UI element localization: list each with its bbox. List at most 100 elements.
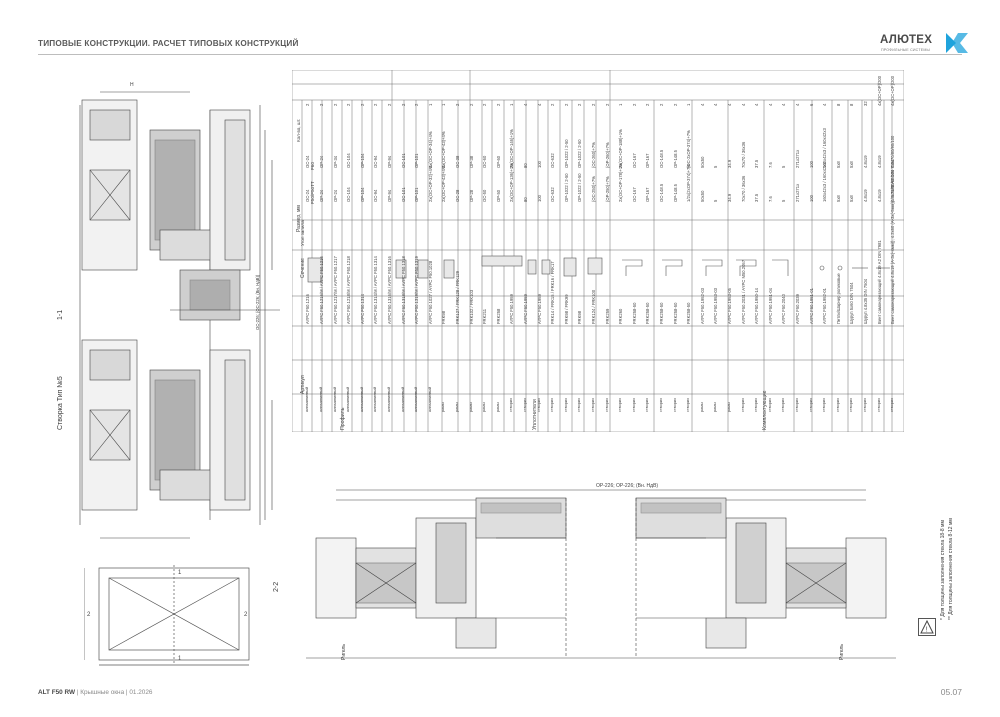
section-2-2-drawing: OP-226; OP-226; (Вн. НдВ): [306, 483, 896, 659]
table-row-article: FRK259: [604, 308, 610, 324]
dim-top-label: H: [130, 82, 134, 88]
table-row-f60: OC-101: [400, 153, 406, 168]
table-row-f50: 2х(OC+OP-43)+4%: [441, 165, 447, 202]
table-row-f60: 2х(OC+OP-43)+4%: [441, 131, 447, 168]
table-row-qty: 4: [740, 103, 746, 106]
table-row-qty: 1: [618, 103, 624, 106]
table-row-f50: OP-24: [332, 189, 338, 202]
table-row-f60: OC-167: [631, 153, 637, 168]
table-row-article: FRK258-50: [645, 302, 651, 324]
ridge-label-left: Ригель: [341, 644, 347, 660]
table-row-qty: 2: [373, 103, 379, 106]
note-2: ** Для толщины заполнения стекла 8-12 мм: [948, 518, 954, 620]
table-row-qty: 2: [346, 103, 352, 106]
table-row-f60: 37.5: [754, 159, 760, 168]
table-row-qty: 4х(OC+OP)/200: [876, 75, 882, 106]
table-row-qty: 8: [835, 103, 841, 106]
table-row-f50: OC-24: [305, 189, 311, 202]
table-row-f60: OP-1022 / 2-50: [563, 139, 569, 168]
page-title: ТИПОВЫЕ КОНСТРУКЦИИ. РАСЧЕТ ТИПОВЫХ КОНС…: [38, 39, 299, 48]
table-row-f50: 50х50: [699, 190, 705, 202]
table-row-category: рамы: [713, 402, 718, 412]
table-row-f60: 5х8: [835, 161, 841, 168]
table-row-qty: 2: [414, 103, 420, 106]
table-row-article: AYPC F50.1216: [305, 294, 311, 324]
table-row-category: створки: [863, 398, 868, 412]
table-row-f50: OC-632: [550, 187, 556, 202]
table-row-article: Шуруп 5х60 DIN 7504: [849, 282, 855, 324]
table-row-qty: 2: [495, 103, 501, 106]
table-row-category: алюминиевый: [319, 386, 324, 412]
table-row-article: Винт самонарезающий 4.8х19 A2 DIN 7981: [876, 240, 882, 324]
table-row-category: створки: [550, 398, 555, 412]
table-row-f60: OP-167: [645, 153, 651, 168]
table-row-article: AYPC F50.1951-01: [808, 287, 814, 324]
table-row-f50: OP-94: [387, 189, 393, 202]
table-row-f60: 5: [713, 165, 719, 168]
table-row-f50: OC-148.5: [659, 183, 665, 202]
table-row-f60: 70х70 / 36х36: [740, 141, 746, 168]
table-row-article: AYPC F50.2039: [795, 294, 801, 324]
table-row-f60: OP-101: [414, 153, 420, 168]
table-row-article: FRK258-50: [672, 302, 678, 324]
table-row-f60: OP-94: [387, 155, 393, 168]
table-row-f60: 4.8х19: [863, 155, 869, 168]
table-row-category: створки: [591, 398, 596, 412]
table-row-qty: 4х(OC+OP)/200: [890, 75, 896, 106]
table-row-f60: OC-24: [305, 155, 311, 168]
col-header-section: Сечение: [300, 258, 306, 278]
table-row-article: FRK14 / FRK15 / FRK16 / FRK17: [550, 261, 556, 324]
table-row-f50: 100: [536, 195, 542, 202]
table-row-qty: 2: [319, 103, 325, 106]
table-row-qty: 4: [781, 103, 787, 106]
table-row-article: FRK258-50: [631, 302, 637, 324]
table-row-f60: 100: [808, 161, 814, 168]
sash-schematic: 1 1 2 2: [84, 565, 250, 666]
table-row-article: AYPC F50.2031 / AYPC M50.2057: [740, 259, 746, 324]
table-row-f60: OC-104: [346, 153, 352, 168]
table-row-qty: 4: [699, 103, 705, 106]
table-row-qty: 2: [591, 103, 597, 106]
col-header-f60: F60: [310, 162, 315, 170]
page-number: 05.07: [940, 687, 962, 697]
table-row-article: AYPC F50.1216/M / AYPC F50.1216: [319, 256, 325, 324]
table-row-article: FRK258: [495, 308, 501, 324]
table-row-article: Петли/Шарнир роликовые: [835, 273, 841, 324]
table-row-f50: 2х(OC+OP-32)+4%: [427, 165, 433, 202]
table-row-qty: 2: [359, 103, 365, 106]
table-row-category: створки: [659, 398, 664, 412]
svg-text:!: !: [926, 627, 928, 634]
logo-tagline: ПРОФИЛЬНЫЕ СИСТЕМЫ: [881, 48, 930, 52]
table-row-f60: OC-148.5: [659, 149, 665, 168]
table-row-article: AYPC F50.1952-03: [699, 287, 705, 324]
table-row-category: створки: [577, 398, 582, 412]
table-row-f50: 5х8: [849, 195, 855, 202]
table-row-f60: 271х271х: [795, 149, 801, 168]
table-row-category: алюминиевый: [305, 386, 310, 412]
table-row-qty: 4: [727, 103, 733, 106]
table-row-qty: 2: [577, 103, 583, 106]
spec-table-grid: [292, 70, 904, 432]
table-row-article: AYPC F50.1951-04: [767, 287, 773, 324]
table-row-category: алюминиевый: [332, 386, 337, 412]
table-row-article: AYPC F50.1316/M / AYPC F50.1316: [387, 256, 393, 324]
table-row-qty: 4: [822, 103, 828, 106]
table-row-qty: 2: [550, 103, 556, 106]
table-row-f60: 34.9: [727, 159, 733, 168]
table-row-f50: 37.5: [754, 193, 760, 202]
table-row-category: алюминиевый: [400, 386, 405, 412]
table-row-article: AYPC F50.1319/M / AYPC F50.1319: [414, 256, 420, 324]
table-row-article: FRK127 / FRK128 / FRK129: [455, 270, 461, 324]
table-row-category: створки: [523, 398, 528, 412]
table-row-f50: 2х(OC+OP-178)+1%: [618, 163, 624, 202]
col-header-f50: F50/F50TT: [310, 181, 315, 204]
table-row-article: AYPC F50.1314/M / AYPC F50.1314: [373, 256, 379, 324]
table-row-f50: 4.8х19: [876, 189, 882, 202]
table-row-f60: 2х(OC+OP-188)+1%: [618, 129, 624, 168]
table-row-f60: 5: [781, 165, 787, 168]
table-row-qty: 2: [305, 103, 311, 106]
table-row-category: створки: [509, 398, 514, 412]
schematic-num-2b: 2: [244, 612, 248, 618]
table-row-qty: 1: [509, 103, 515, 106]
